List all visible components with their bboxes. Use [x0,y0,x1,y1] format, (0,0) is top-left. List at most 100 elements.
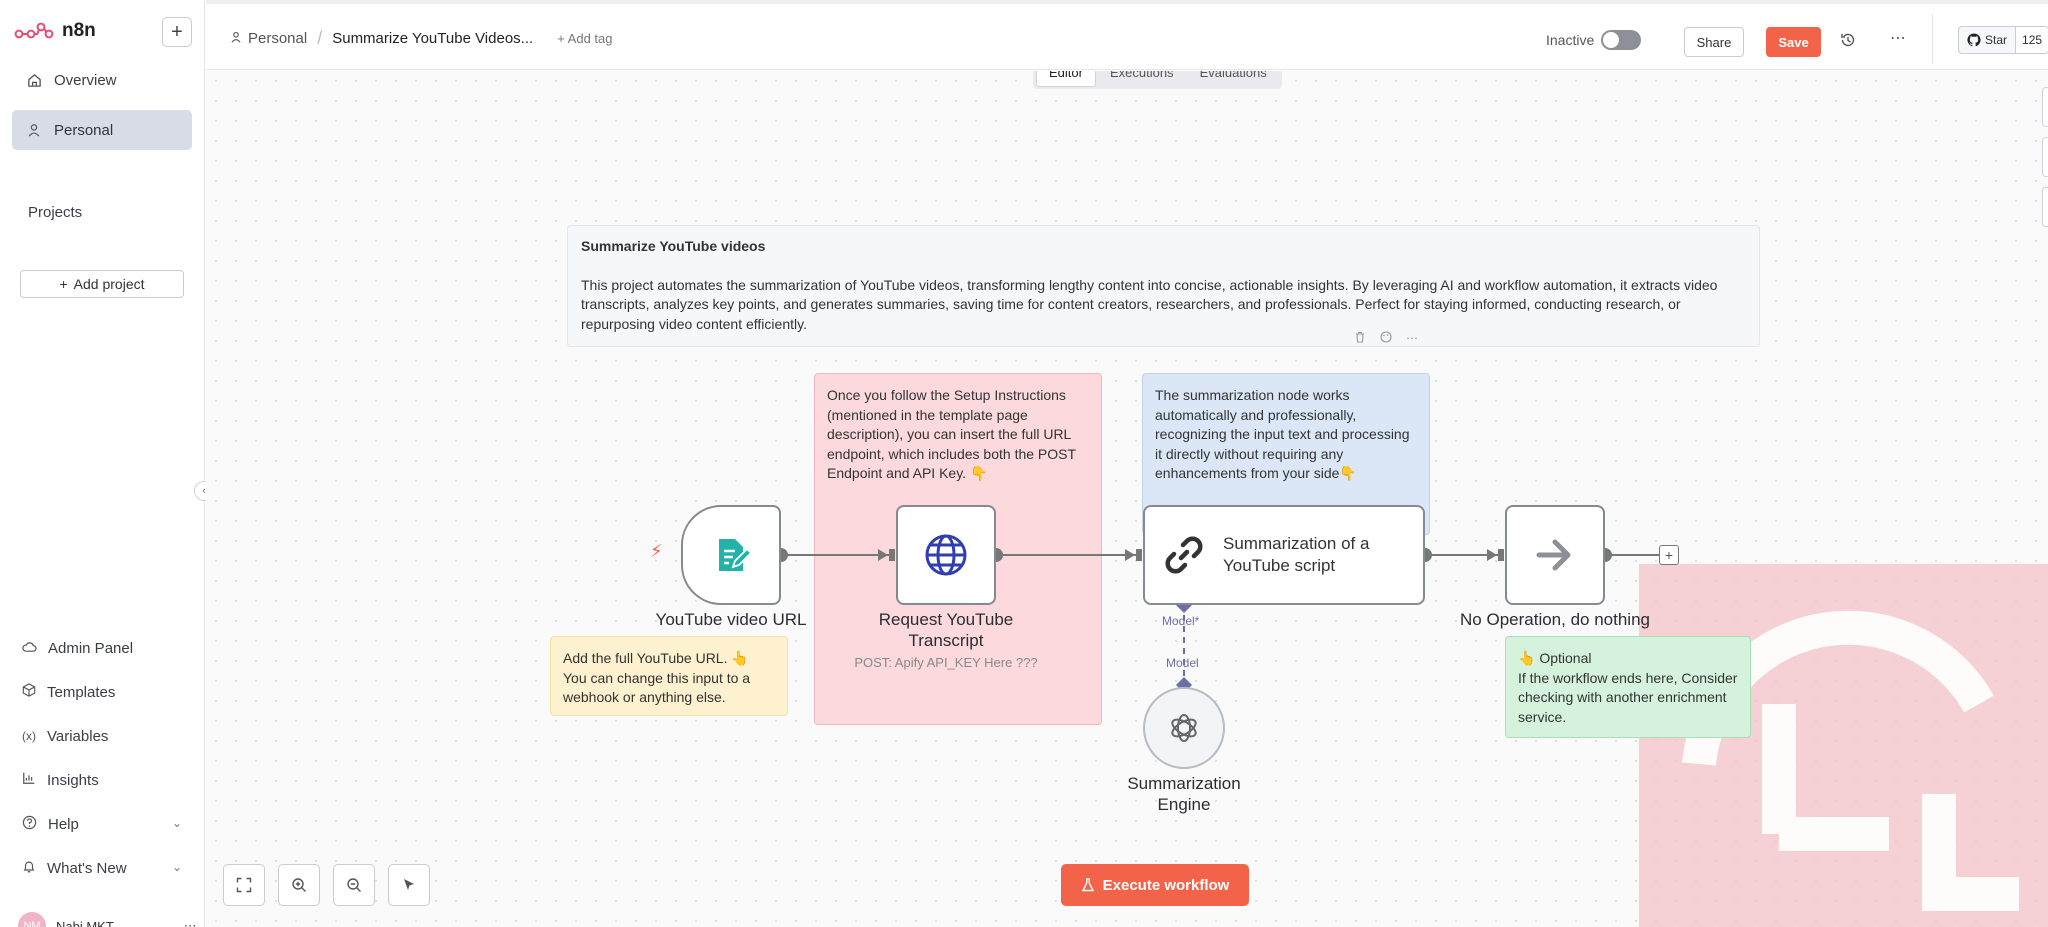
side-panel-handle[interactable] [2042,187,2048,227]
user-name: Nabi MKT [56,918,114,927]
sticky-note-input[interactable]: Add the full YouTube URL. 👆 You can chan… [550,636,788,716]
home-icon [26,72,42,88]
workflow-canvas[interactable]: Editor Executions Evaluations Summarize … [206,71,2048,927]
tab-evaluations[interactable]: Evaluations [1199,71,1267,80]
sidebar-item-label: Templates [47,683,116,701]
chevron-left-icon: ‹ [202,485,206,497]
tab-editor[interactable]: Editor [1036,71,1096,87]
connection-llm-noop[interactable] [1425,549,1504,561]
workflow-name[interactable]: Summarize YouTube Videos... [332,30,534,47]
model-port-label: Model [1166,656,1199,670]
node-label: Request YouTube Transcript [878,610,1014,650]
node-request-transcript[interactable] [896,505,996,605]
github-star-button[interactable]: Star 125 [1958,26,2048,54]
openai-icon [1171,714,1197,742]
history-icon[interactable] [1840,32,1856,53]
node-label: Summarization Engine [1127,774,1241,814]
logo[interactable]: n8n [14,20,96,42]
user-menu[interactable]: NM Nabi MKT ⋯ [18,912,197,927]
breadcrumb: Personal / Summarize YouTube Videos... +… [230,28,613,49]
sidebar-item-label: Help [48,815,79,833]
tab-executions[interactable]: Executions [1109,71,1174,80]
sidebar-item-personal[interactable]: Personal [12,110,192,150]
note-body: Add the full YouTube URL. 👆 You can chan… [563,650,751,705]
active-toggle[interactable] [1601,30,1641,50]
trash-icon[interactable] [1354,331,1366,346]
header: Personal / Summarize YouTube Videos... +… [206,0,2048,70]
tidy-up-button[interactable] [388,864,430,906]
form-icon [719,539,751,571]
node-youtube-url[interactable] [681,505,781,605]
node-label: YouTube video URL [655,610,807,629]
create-new-button[interactable]: + [162,17,192,47]
add-project-button[interactable]: + Add project [20,270,184,298]
more-icon[interactable]: ⋯ [183,918,197,927]
sticky-note-overview[interactable]: Summarize YouTube videos This project au… [567,225,1760,347]
more-icon[interactable]: ⋯ [1890,30,1907,47]
help-icon [22,815,37,834]
sidebar-item-overview[interactable]: Overview [12,60,192,100]
save-button[interactable]: Save [1766,27,1821,57]
watermark-logo-icon [1639,564,2048,927]
zoom-out-button[interactable] [333,864,375,906]
note-body: This project automates the summarization… [581,276,1718,332]
box-icon [22,683,36,701]
add-tag-link[interactable]: + Add tag [557,31,613,46]
node-summarization-engine[interactable] [1143,687,1225,769]
globe-icon [925,534,967,576]
fit-view-button[interactable] [223,864,265,906]
side-panel-handle[interactable] [2042,137,2048,177]
side-panel-handle[interactable] [2042,87,2048,127]
add-node-button[interactable]: + [1659,545,1679,565]
active-status-label: Inactive [1546,32,1595,48]
user-icon [230,30,242,47]
header-divider [1932,14,1933,64]
sidebar-item-insights[interactable]: Insights [22,765,182,795]
execute-label: Execute workflow [1102,876,1230,894]
variable-icon: (x) [22,729,36,743]
note-body: The summarization node works automatical… [1155,387,1410,481]
arrow-right-icon [1536,539,1571,571]
github-icon [1967,33,1981,47]
avatar: NM [18,912,46,927]
execute-workflow-button[interactable]: Execute workflow [1061,864,1249,906]
note-title: 👆 Optional [1518,650,1592,666]
node-subtitle: POST: Apify API_KEY Here ??? [854,655,1038,670]
sidebar-item-templates[interactable]: Templates [22,677,182,707]
node-no-operation[interactable] [1505,505,1605,605]
zoom-out-icon [347,878,361,892]
sticky-note-optional[interactable]: 👆 Optional If the workflow ends here, Co… [1505,636,1751,738]
connection-model[interactable] [1176,597,1192,693]
github-star-label: Star [1985,33,2008,47]
palette-icon[interactable] [1380,331,1392,346]
sidebar-item-label: Personal [54,121,114,139]
zoom-in-button[interactable] [278,864,320,906]
node-label: Summarization of a YouTube script [1223,534,1370,575]
view-tabs: Editor Executions Evaluations [1033,71,1282,89]
note-body: If the workflow ends here, Consider chec… [1518,669,1738,725]
sidebar-item-label: Variables [47,727,109,745]
sidebar-item-admin-panel[interactable]: Admin Panel [22,633,182,663]
more-icon[interactable]: ⋯ [1406,331,1418,345]
fit-view-icon [236,877,252,893]
sidebar-item-whats-new[interactable]: What's New ⌄ [22,853,182,883]
breadcrumb-project[interactable]: Personal [248,30,308,47]
plus-icon: + [171,20,183,43]
sidebar-item-label: Overview [54,71,117,89]
node-summarization-chain[interactable]: Summarization of a YouTube script [1143,505,1425,605]
sidebar-item-label: Admin Panel [48,639,134,657]
logo-text: n8n [62,20,96,41]
chevron-down-icon: ⌄ [171,816,182,830]
chevron-down-icon: ⌄ [171,860,182,874]
sidebar-item-help[interactable]: Help ⌄ [22,809,182,839]
sidebar-item-label: What's New [47,859,127,877]
n8n-logo-icon [14,22,54,39]
share-button[interactable]: Share [1684,27,1744,57]
chart-icon [22,771,36,789]
note-title: Summarize YouTube videos [581,238,766,254]
lightning-icon: ⚡ [650,541,663,561]
model-port-label: Model* [1162,614,1200,628]
sticky-note-setup[interactable]: Once you follow the Setup Instructions (… [814,373,1102,725]
sidebar-item-variables[interactable]: (x) Variables [22,721,182,751]
